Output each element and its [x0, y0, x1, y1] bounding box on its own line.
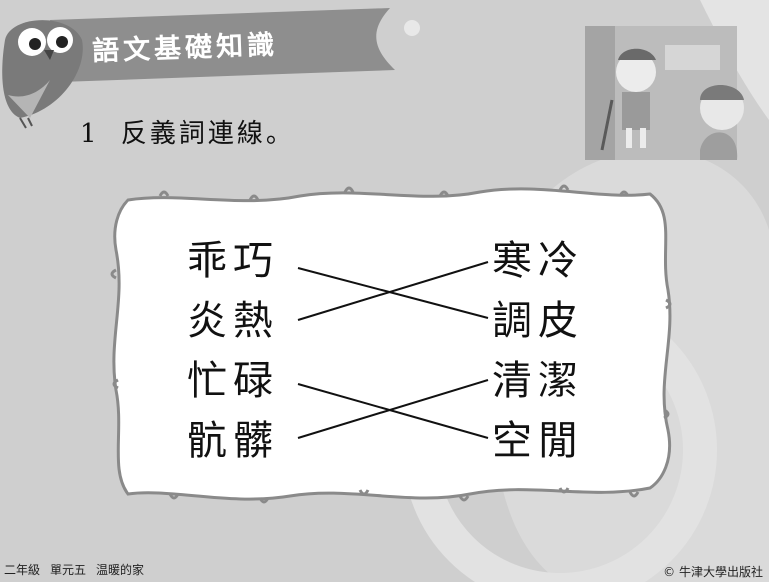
- exercise-text: 反義詞連線。: [120, 119, 295, 149]
- left-word: 骯髒: [187, 418, 279, 464]
- footer-unit: 單元五: [50, 563, 87, 577]
- left-word: 乖巧: [187, 238, 279, 284]
- section-title: 語文基礎知識: [91, 29, 279, 68]
- right-word: 清潔: [492, 358, 584, 404]
- board-leaf-marks: [110, 184, 672, 504]
- illustration-girl-sweeping: [585, 26, 744, 160]
- right-word: 空閒: [492, 418, 584, 464]
- footer-copyright: © 牛津大學出版社: [663, 565, 763, 579]
- left-word: 炎熱: [187, 298, 279, 344]
- exercise-instruction: 1 反義詞連線。: [80, 113, 295, 150]
- left-word: 忙碌: [187, 358, 279, 404]
- footer-unit-title: 温暖的家: [96, 563, 145, 577]
- right-word: 寒冷: [492, 238, 584, 284]
- footer-grade: 二年級: [4, 563, 41, 577]
- exercise-number: 1: [80, 119, 100, 149]
- right-word: 調皮: [492, 298, 584, 344]
- footer-course-info: 二年級單元五温暖的家: [4, 561, 154, 578]
- banner-dot: [404, 20, 420, 36]
- title-banner: [50, 8, 395, 82]
- word-board: [112, 187, 672, 501]
- owl-mascot-icon: [2, 20, 83, 129]
